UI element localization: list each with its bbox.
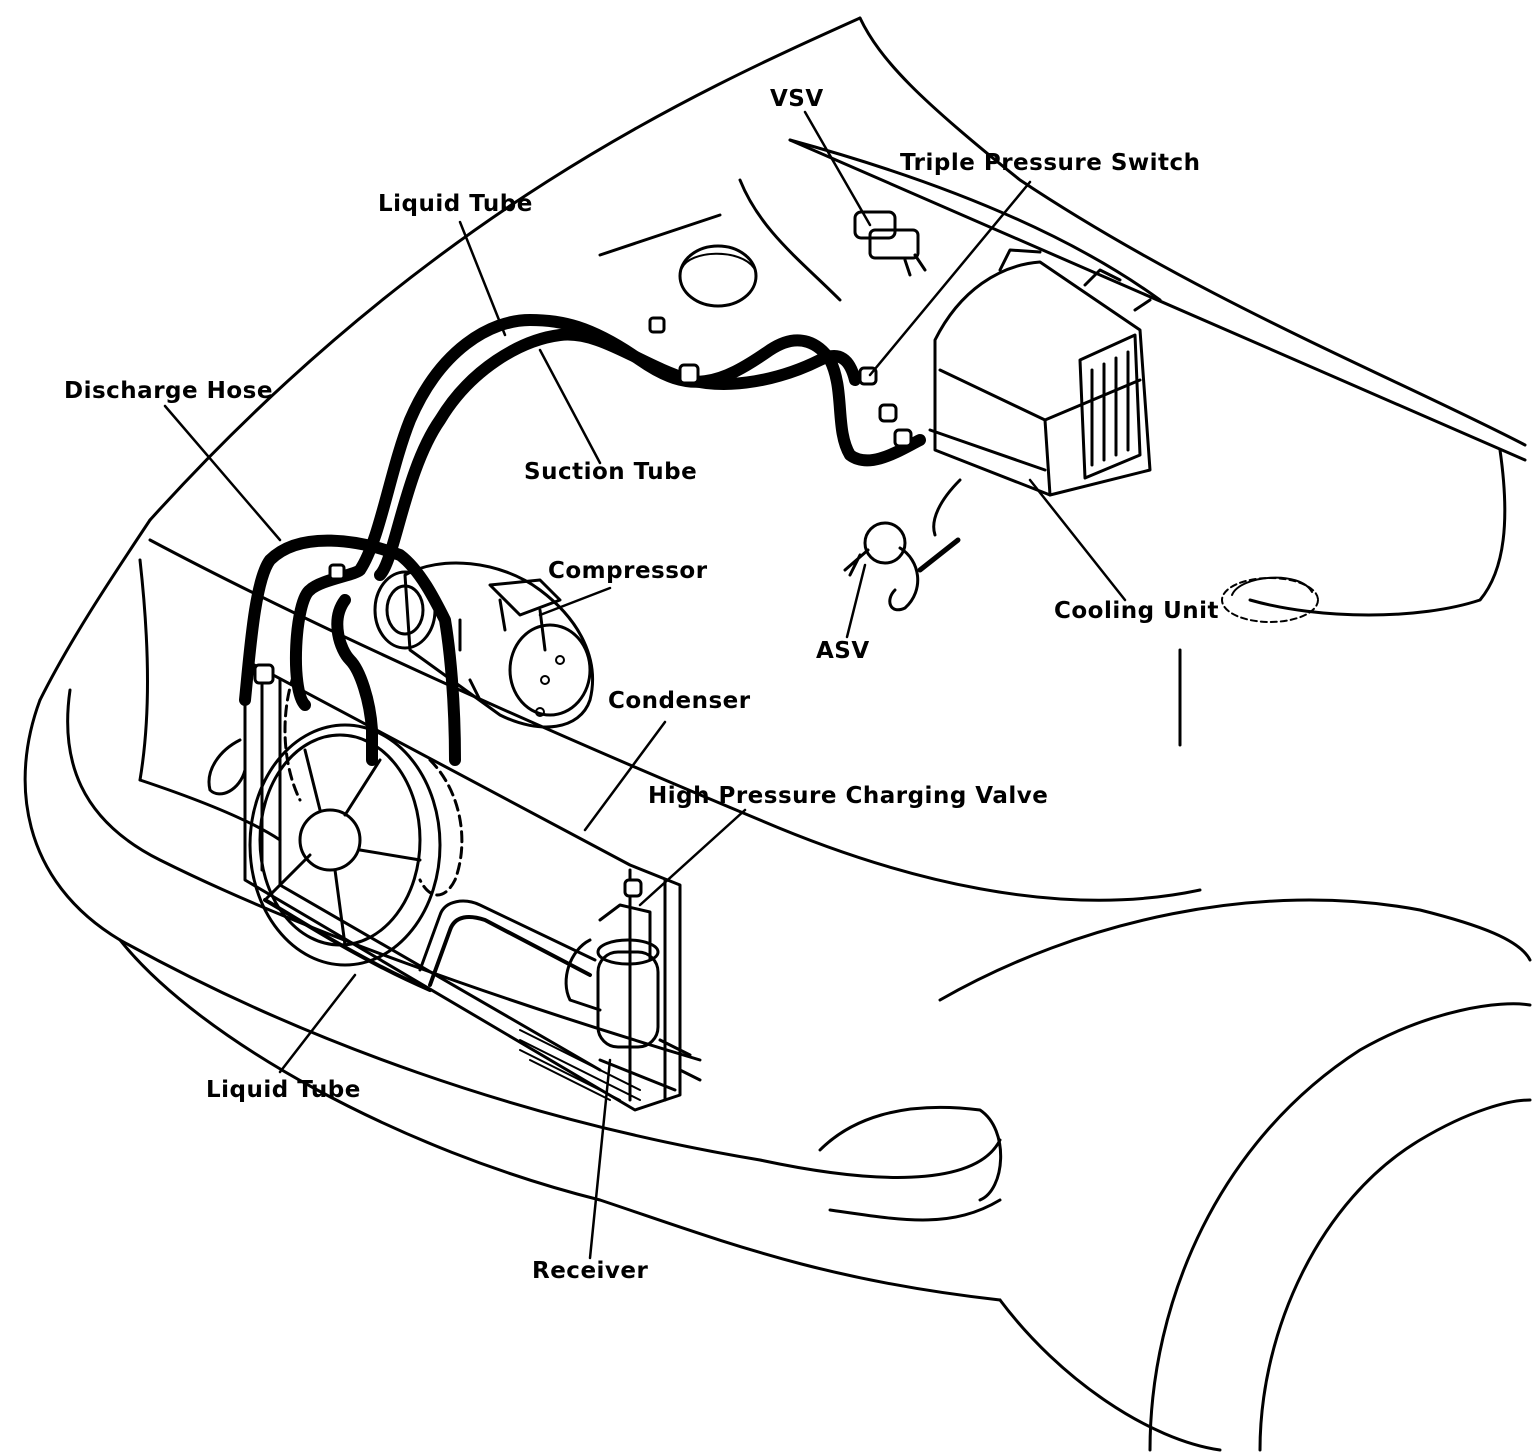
leader-asv	[845, 563, 867, 639]
leader-lines	[163, 110, 1127, 1260]
leader-receiver	[588, 1058, 612, 1260]
leader-suction-tube	[538, 348, 602, 465]
leader-triple-pressure-switch	[868, 180, 1032, 377]
cooling-fan-drawing	[248, 658, 464, 967]
leader-liquid-tube-top	[458, 220, 507, 337]
label-high-pressure-charging-valve: High Pressure Charging Valve	[648, 783, 1049, 809]
car-body-outline	[23, 16, 1532, 1452]
leader-liquid-tube-bottom	[278, 973, 357, 1074]
label-cooling-unit: Cooling Unit	[1054, 598, 1220, 624]
receiver-drawing	[564, 903, 702, 1082]
condenser-drawing	[243, 658, 682, 1112]
label-suction-tube: Suction Tube	[524, 459, 698, 485]
condenser-fins	[519, 1029, 641, 1101]
leader-vsv	[803, 110, 872, 227]
vsv-drawing	[853, 210, 927, 277]
label-liquid-tube-bottom: Liquid Tube	[206, 1077, 361, 1103]
label-triple-pressure-switch: Triple Pressure Switch	[900, 150, 1201, 176]
label-receiver: Receiver	[532, 1258, 649, 1284]
label-discharge-hose: Discharge Hose	[64, 378, 273, 404]
cooling-unit-drawing	[928, 248, 1152, 537]
label-condenser: Condenser	[608, 688, 751, 714]
leader-compressor	[538, 586, 612, 617]
label-vsv: VSV	[770, 86, 824, 112]
leader-high-pressure-charging-valve	[638, 808, 747, 907]
leader-cooling-unit	[1028, 478, 1127, 602]
label-compressor: Compressor	[548, 558, 708, 584]
compressor-drawing	[373, 561, 595, 729]
label-liquid-tube-top: Liquid Tube	[378, 191, 533, 217]
label-asv: ASV	[816, 638, 870, 664]
liquid-tube-lower	[207, 738, 597, 992]
leader-condenser	[583, 720, 667, 832]
pipe-fittings	[253, 316, 913, 898]
leader-discharge-hose	[163, 404, 282, 542]
asv-drawing	[843, 521, 961, 612]
